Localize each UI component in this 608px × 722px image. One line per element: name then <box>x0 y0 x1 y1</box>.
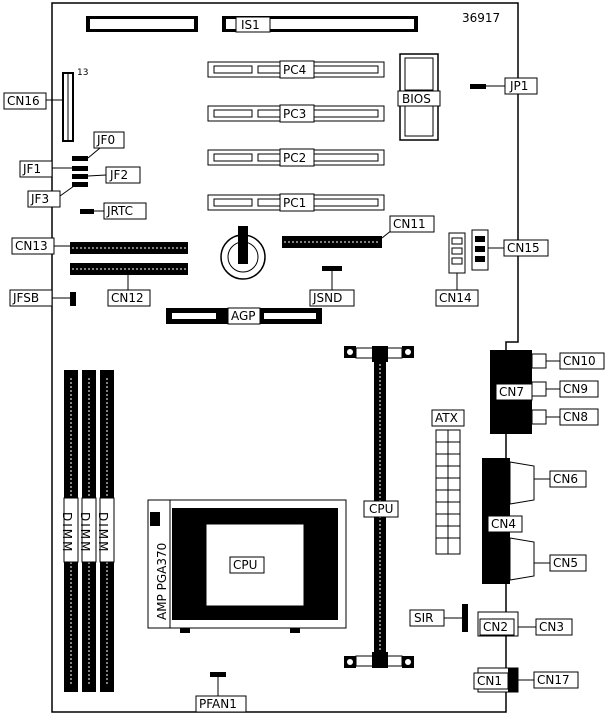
header-cn11: CN11 <box>282 215 435 248</box>
pc2-label: PC2 <box>283 151 306 165</box>
cn16-label: CN16 <box>7 94 40 108</box>
cn9-label: CN9 <box>563 382 588 396</box>
atx-label: ATX <box>435 411 458 425</box>
cpu-socket-pga370: CPU AMP PGA370 <box>147 499 347 633</box>
cn1-label: CN1 <box>477 674 502 688</box>
dimm1-label: DIMM <box>60 512 74 554</box>
dimm-slot-1: DIMM <box>60 370 79 692</box>
jumper-jsnd: JSND <box>309 266 355 307</box>
pci-slot-pc4: PC4 <box>207 60 385 79</box>
header-sir: SIR <box>409 604 468 632</box>
jumper-jfsb: JFSB <box>9 289 76 307</box>
jumper-block-jf: JF0 JF1 JF2 JF3 <box>19 131 141 208</box>
sir-label: SIR <box>414 611 434 625</box>
io-stack-cn7: CN7 CN10 CN9 CN8 <box>490 350 605 434</box>
dimm-slot-2: DIMM <box>78 370 97 692</box>
header-cn13: CN13 <box>11 237 188 255</box>
io-stack-cn4: CN4 CN6 CN5 <box>482 458 587 584</box>
connector-cn1: CN1 CN17 <box>473 667 579 693</box>
dimm3-label: DIMM <box>96 512 110 554</box>
header-cn12: CN12 <box>70 263 188 307</box>
dimm-slot-3: DIMM <box>96 370 115 692</box>
cn11-label: CN11 <box>393 217 426 231</box>
header-cn16: 13 CN16 <box>3 68 88 142</box>
cn3-label: CN3 <box>539 620 564 634</box>
cn2-label: CN2 <box>483 620 508 634</box>
pc4-label: PC4 <box>283 63 306 77</box>
agp-slot: AGP <box>166 307 322 325</box>
bios-chip: BIOS <box>397 53 441 141</box>
jfsb-label: JFSB <box>12 291 39 305</box>
cn4-label: CN4 <box>491 517 516 531</box>
pci-slot-pc1: PC1 <box>207 193 385 212</box>
connector-atx: ATX <box>431 409 465 555</box>
dimm2-label: DIMM <box>78 512 92 554</box>
cn13-label: CN13 <box>15 239 48 253</box>
pci-slot-pc3: PC3 <box>207 104 385 123</box>
jf1-label: JF1 <box>22 162 41 176</box>
pfan1-label: PFAN1 <box>199 697 237 711</box>
cn7-label: CN7 <box>499 385 524 399</box>
agp-label: AGP <box>231 309 256 323</box>
connector-cn14: CN14 <box>435 232 479 307</box>
jf2-label: JF2 <box>109 168 128 182</box>
cpu-slot1: CPU <box>344 346 414 668</box>
cn14-label: CN14 <box>439 291 472 305</box>
jumper-jrtc: JRTC <box>80 202 147 220</box>
cn17-label: CN17 <box>537 673 570 687</box>
cpu-slot-label: CPU <box>369 502 393 516</box>
jrtc-label: JRTC <box>106 204 133 218</box>
connector-cn15: CN15 <box>471 229 549 271</box>
board-id: 36917 <box>462 11 500 25</box>
pc1-label: PC1 <box>283 196 306 210</box>
connector-cn2: CN2 CN3 <box>477 611 573 637</box>
jf3-label: JF3 <box>30 192 49 206</box>
cn15-label: CN15 <box>507 241 540 255</box>
battery-icon <box>220 226 266 280</box>
bios-label: BIOS <box>402 92 431 106</box>
is1-label: IS1 <box>241 18 260 32</box>
jumper-jp1: JP1 <box>470 77 538 95</box>
board-outline <box>51 2 519 713</box>
cn6-label: CN6 <box>553 472 578 486</box>
pc3-label: PC3 <box>283 107 306 121</box>
cn16-pin-marker: 13 <box>77 68 88 78</box>
pci-slot-pc2: PC2 <box>207 148 385 167</box>
cpu-socket-label: CPU <box>233 558 257 572</box>
jf0-label: JF0 <box>96 133 115 147</box>
cn10-label: CN10 <box>563 354 596 368</box>
cn12-label: CN12 <box>111 291 144 305</box>
cn5-label: CN5 <box>553 556 578 570</box>
jsnd-label: JSND <box>312 291 342 305</box>
jp1-label: JP1 <box>509 79 528 93</box>
socket-name: AMP PGA370 <box>155 543 169 620</box>
header-pfan1: PFAN1 <box>195 672 247 713</box>
cn8-label: CN8 <box>563 410 588 424</box>
